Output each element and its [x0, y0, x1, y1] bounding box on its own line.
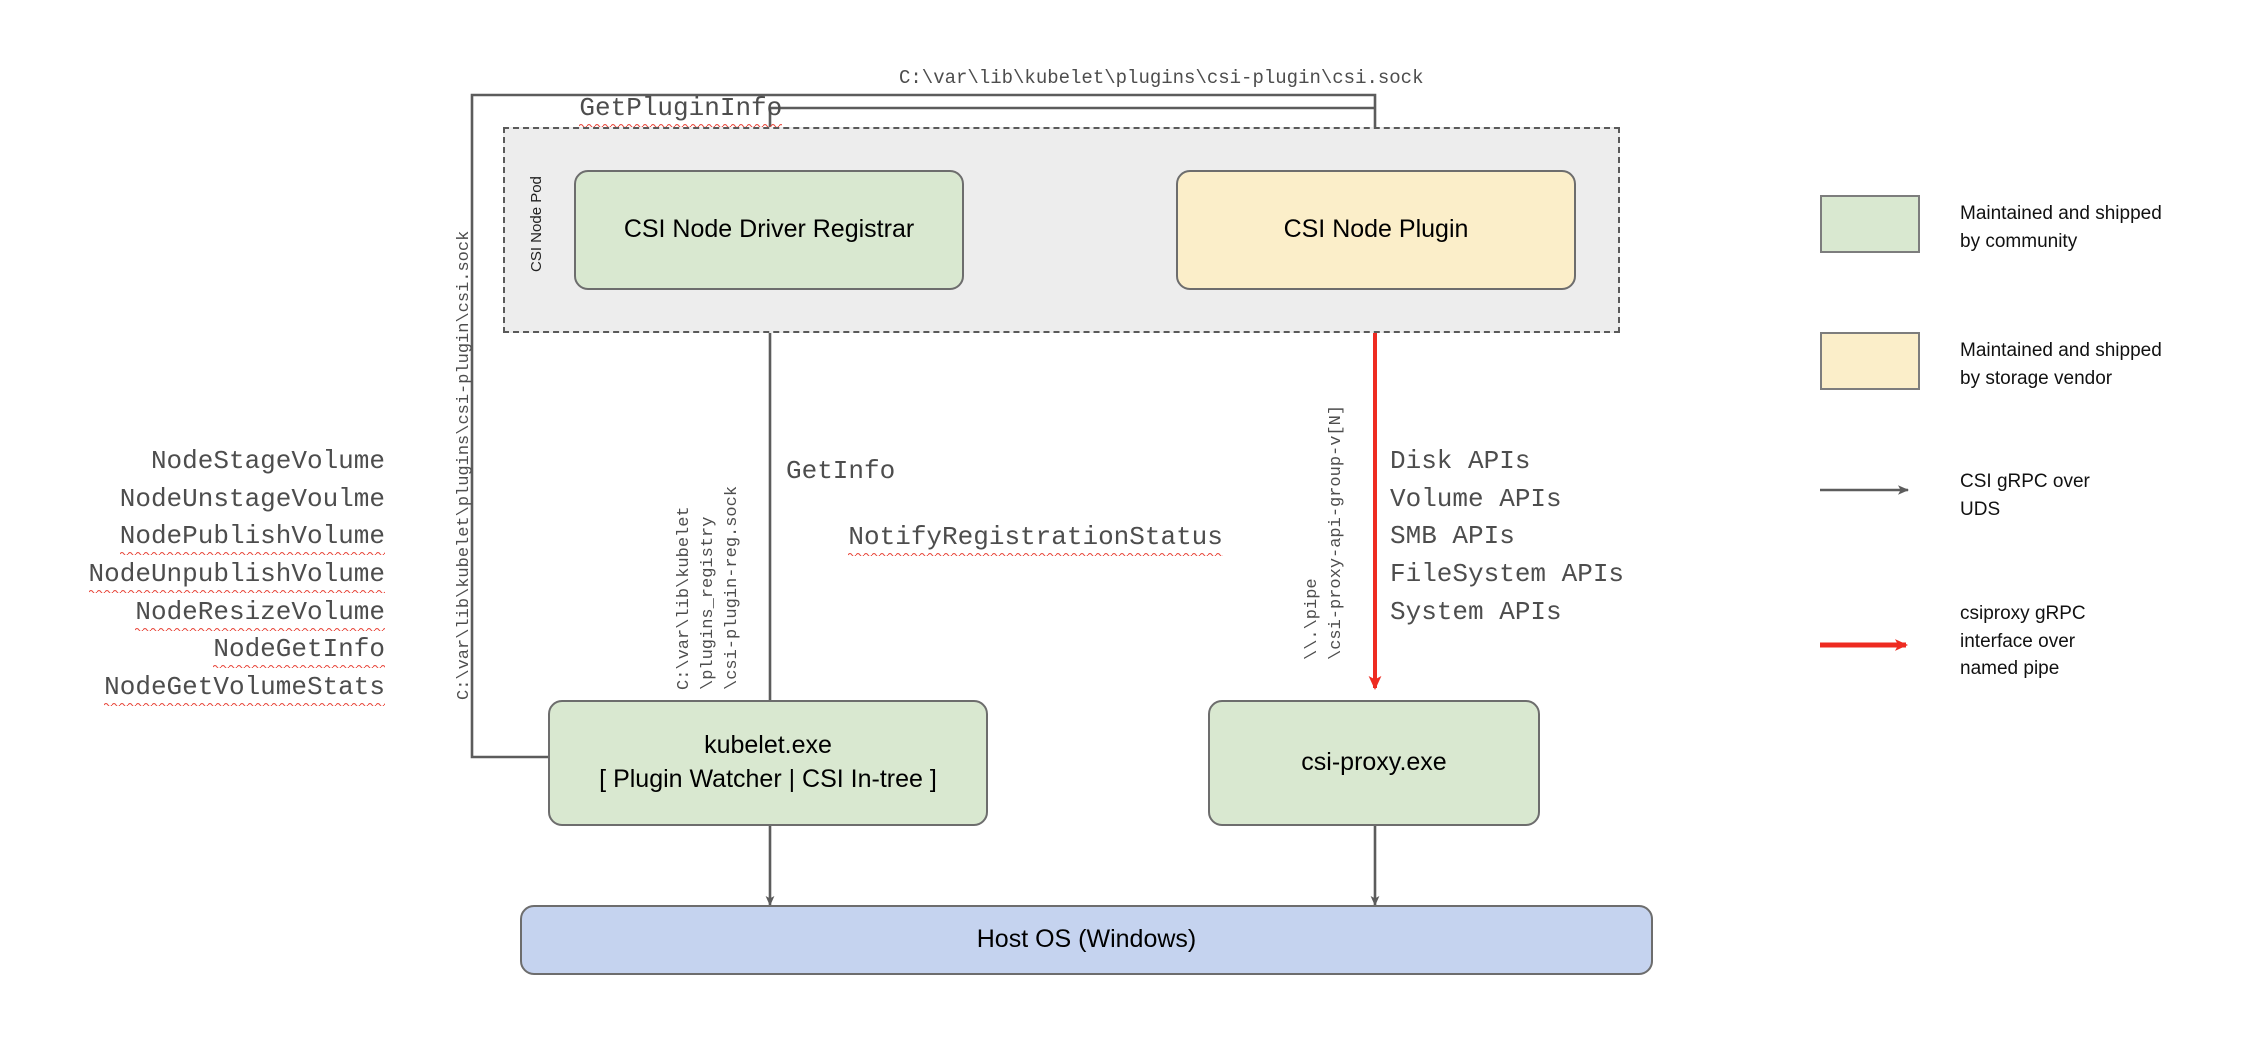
node-kubelet-exe-label-line1: kubelet.exe: [704, 731, 832, 760]
legend-swatch-community: [1820, 195, 1920, 253]
csi-node-api-label: NodePublishVolume: [119, 521, 385, 557]
label-registry-sock-line3: \csi-plugin-reg.sock: [723, 485, 742, 690]
csi-node-api-item: NodeGetInfo: [85, 631, 385, 670]
csi-proxy-api-item: Disk APIs: [1390, 446, 1531, 476]
node-csi-node-driver-registrar-label: CSI Node Driver Registrar: [623, 215, 915, 244]
label-named-pipe-line1: \\.\pipe: [1303, 578, 1322, 660]
csi-proxy-api-item: SMB APIs: [1390, 521, 1515, 552]
node-host-os[interactable]: Host OS (Windows): [520, 905, 1653, 975]
label-notify-registration-status: NotifyRegistrationStatus: [786, 492, 1223, 582]
node-host-os-label: Host OS (Windows): [976, 925, 1197, 954]
node-kubelet-exe[interactable]: kubelet.exe [ Plugin Watcher | CSI In-tr…: [548, 700, 988, 826]
csi-node-api-label: NodeGetInfo: [213, 634, 385, 670]
label-get-info: GetInfo: [786, 456, 896, 486]
node-csi-node-driver-registrar[interactable]: CSI Node Driver Registrar: [574, 170, 964, 290]
label-get-plugin-info: GetPluginInfo: [517, 63, 783, 153]
csi-node-api-item: NodeGetVolumeStats: [85, 669, 385, 708]
csi-node-api-item: NodeStageVolume: [85, 443, 385, 481]
legend-text-csi-grpc-uds: CSI gRPC over UDS: [1960, 471, 2090, 520]
csi-node-api-label: NodeGetVolumeStats: [104, 672, 385, 708]
legend: Maintained and shipped by community Main…: [1800, 180, 2200, 700]
csi-node-pod-label: CSI Node Pod: [528, 176, 545, 272]
csi-node-api-item: NodeUnpublishVolume: [85, 556, 385, 595]
node-kubelet-exe-label-line2: [ Plugin Watcher | CSI In-tree ]: [599, 765, 937, 793]
csi-node-api-label: NodeUnstageVoulme: [119, 483, 385, 514]
label-csi-sock-top: C:\var\lib\kubelet\plugins\csi-plugin\cs…: [899, 67, 1424, 89]
legend-swatch-vendor: [1820, 332, 1920, 390]
csi-proxy-api-item: FileSystem APIs: [1390, 559, 1625, 590]
label-registry-sock-line1: C:\var\lib\kubelet: [675, 506, 694, 690]
label-csi-sock-vertical: C:\var\lib\kubelet\plugins\csi-plugin\cs…: [455, 230, 474, 700]
node-csi-proxy-exe-label: csi-proxy.exe: [1301, 748, 1447, 777]
node-csi-node-plugin[interactable]: CSI Node Plugin: [1176, 170, 1576, 290]
csi-node-api-item: NodeUnstageVoulme: [85, 481, 385, 519]
node-csi-node-plugin-label: CSI Node Plugin: [1283, 215, 1469, 244]
csi-node-api-item: NodePublishVolume: [85, 518, 385, 557]
legend-text-csiproxy-grpc: csiproxy gRPC interface over named pipe: [1960, 603, 2086, 680]
legend-text-community: Maintained and shipped by community: [1960, 203, 2162, 252]
csi-proxy-api-item: System APIs: [1390, 596, 1562, 627]
csi-node-api-item: NodeResizeVolume: [85, 594, 385, 632]
csi-node-api-label: NodeResizeVolume: [135, 596, 385, 632]
csi-node-api-label: NodeStageVolume: [150, 446, 385, 476]
csi-node-api-label: NodeUnpublishVolume: [88, 559, 385, 595]
legend-text-vendor: Maintained and shipped by storage vendor: [1960, 340, 2162, 389]
csi-proxy-api-item: Volume APIs: [1390, 483, 1562, 514]
label-registry-sock-line2: \plugins_registry: [699, 516, 718, 690]
node-csi-proxy-exe[interactable]: csi-proxy.exe: [1208, 700, 1540, 826]
label-named-pipe-line2: \csi-proxy-api-group-v[N]: [1327, 404, 1346, 660]
